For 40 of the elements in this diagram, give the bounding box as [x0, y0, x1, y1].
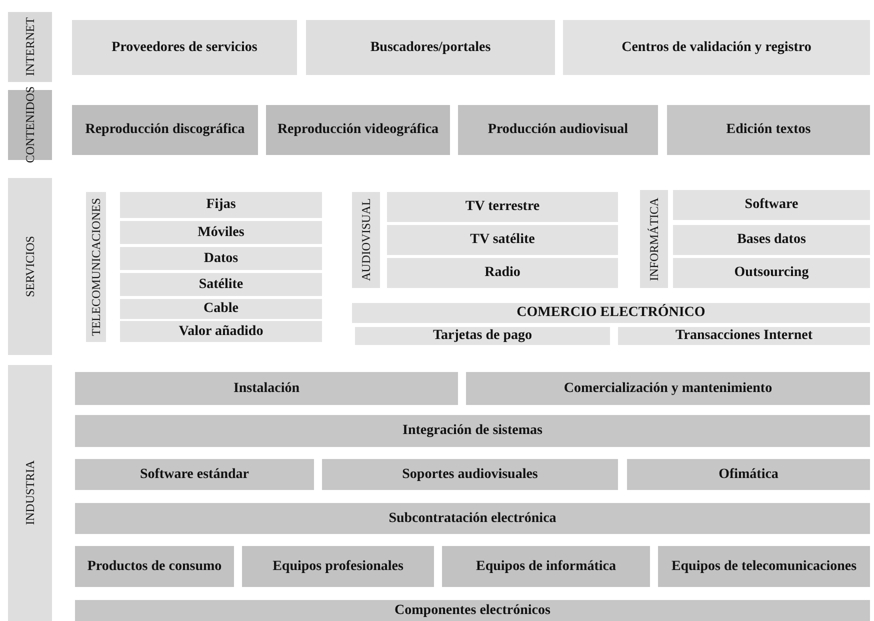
layer-block: Satélite [120, 273, 322, 296]
layer-block: Componentes electrónicos [75, 600, 870, 621]
layer-block: Centros de validación y registro [563, 20, 870, 75]
category-label: AUDIOVISUAL [352, 192, 380, 288]
layer-block: Subcontratación electrónica [75, 503, 870, 534]
layer-block: Producción audiovisual [458, 105, 658, 155]
layer-block: Edición textos [667, 105, 870, 155]
layer-block: Tarjetas de pago [355, 327, 610, 345]
layer-block: Proveedores de servicios [72, 20, 297, 75]
category-label: INDUSTRIA [8, 365, 52, 621]
layer-block: Comercialización y mantenimiento [466, 372, 870, 405]
layer-block: Bases datos [673, 225, 870, 255]
layer-block: COMERCIO ELECTRÓNICO [352, 303, 870, 323]
layer-block: Buscadores/portales [306, 20, 555, 75]
category-label: INTERNET [8, 12, 52, 82]
layer-block: Equipos de telecomunicaciones [658, 546, 870, 587]
layer-block: TV satélite [387, 225, 618, 255]
layer-block: Productos de consumo [75, 546, 234, 587]
layer-block: Equipos profesionales [242, 546, 434, 587]
layer-block: Móviles [120, 221, 322, 244]
layer-block: Integración de sistemas [75, 415, 870, 447]
layer-block: Reproducción videográfica [266, 105, 450, 155]
layer-block: Valor añadido [120, 321, 322, 342]
category-label: TELECOMUNICACIONES [86, 192, 106, 342]
layer-block: Fijas [120, 192, 322, 218]
layer-block: Software [673, 190, 870, 220]
category-label: SERVICIOS [8, 178, 52, 355]
layer-block: Instalación [75, 372, 458, 405]
layer-block: Transacciones Internet [618, 327, 870, 345]
layer-block: Cable [120, 299, 322, 319]
layer-block: Radio [387, 258, 618, 288]
layer-block: TV terrestre [387, 192, 618, 222]
layer-block: Reproducción discográfica [72, 105, 258, 155]
layer-block: Ofimática [627, 459, 870, 490]
category-label: INFORMÁTICA [640, 190, 668, 288]
layer-block: Software estándar [75, 459, 314, 490]
layer-block: Soportes audiovisuales [322, 459, 618, 490]
layer-block: Equipos de informática [442, 546, 650, 587]
layer-block: Outsourcing [673, 258, 870, 288]
layer-block: Datos [120, 247, 322, 270]
